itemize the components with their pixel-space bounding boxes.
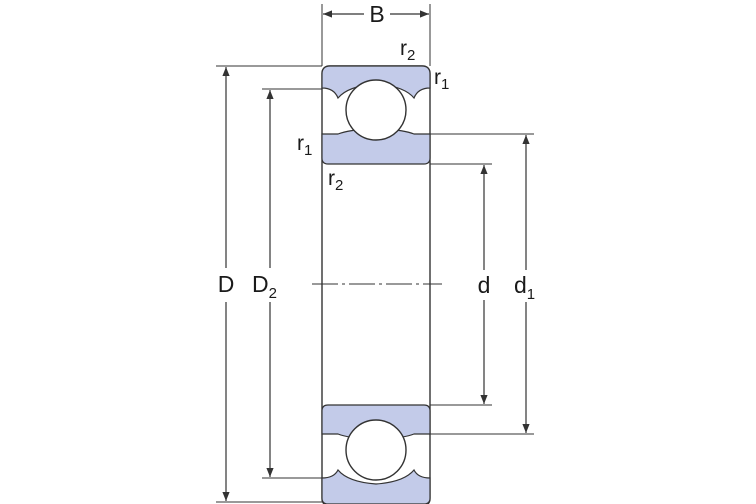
label-r2-top-sub: 2 [407,47,415,64]
label-d2: D2 [252,271,277,302]
label-b: B [369,1,384,27]
label-d2-main: D [252,271,269,297]
label-outer-diameter: D [218,271,235,297]
ball-bottom [345,419,407,481]
label-r1-top-sub: 1 [441,76,449,93]
label-d2-sub: 2 [269,285,277,302]
label-bore: d [478,272,491,298]
label-d1-main: d [514,272,527,298]
label-r1-top-main: r [434,66,441,89]
label-r2-left-main: r [328,167,335,190]
label-r1-left-sub: 1 [304,142,312,159]
label-r2-top: r2 [400,37,415,64]
label-d1: d1 [514,272,535,303]
label-r1-top: r1 [434,66,449,93]
label-r1-left: r1 [297,132,312,159]
label-r2-top-main: r [400,37,407,60]
ball-top [345,79,407,141]
label-d1-sub: 1 [527,286,535,303]
label-r2-left-sub: 2 [335,177,343,194]
label-r1-left-main: r [297,132,304,155]
label-r2-left: r2 [328,167,343,194]
